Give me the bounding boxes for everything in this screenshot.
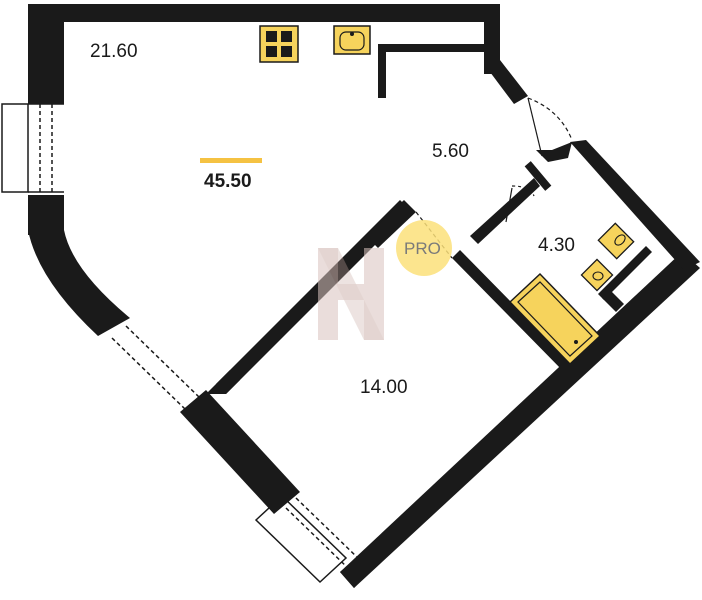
- watermark-logo: [318, 248, 384, 340]
- bathtub-fixture: [508, 272, 602, 366]
- kitchen-sink-fixture: [333, 25, 371, 55]
- room-area-hallway: 5.60: [432, 141, 469, 162]
- total-area: 45.50: [204, 171, 252, 192]
- windows: [1, 103, 361, 584]
- pro-badge-label: PRO: [404, 239, 441, 258]
- pro-badge-circle: [396, 220, 452, 276]
- interior-walls: [206, 44, 652, 394]
- exterior-walls: [28, 4, 700, 588]
- room-area-bedroom: 14.00: [360, 377, 408, 398]
- room-area-bathroom: 4.30: [538, 235, 575, 256]
- room-area-living-kitchen: 21.60: [90, 41, 138, 62]
- stove-fixture: [259, 25, 299, 63]
- total-area-accent-bar: [200, 158, 262, 163]
- bathroom-sink-fixture: [580, 258, 614, 292]
- toilet-fixture: [597, 222, 635, 260]
